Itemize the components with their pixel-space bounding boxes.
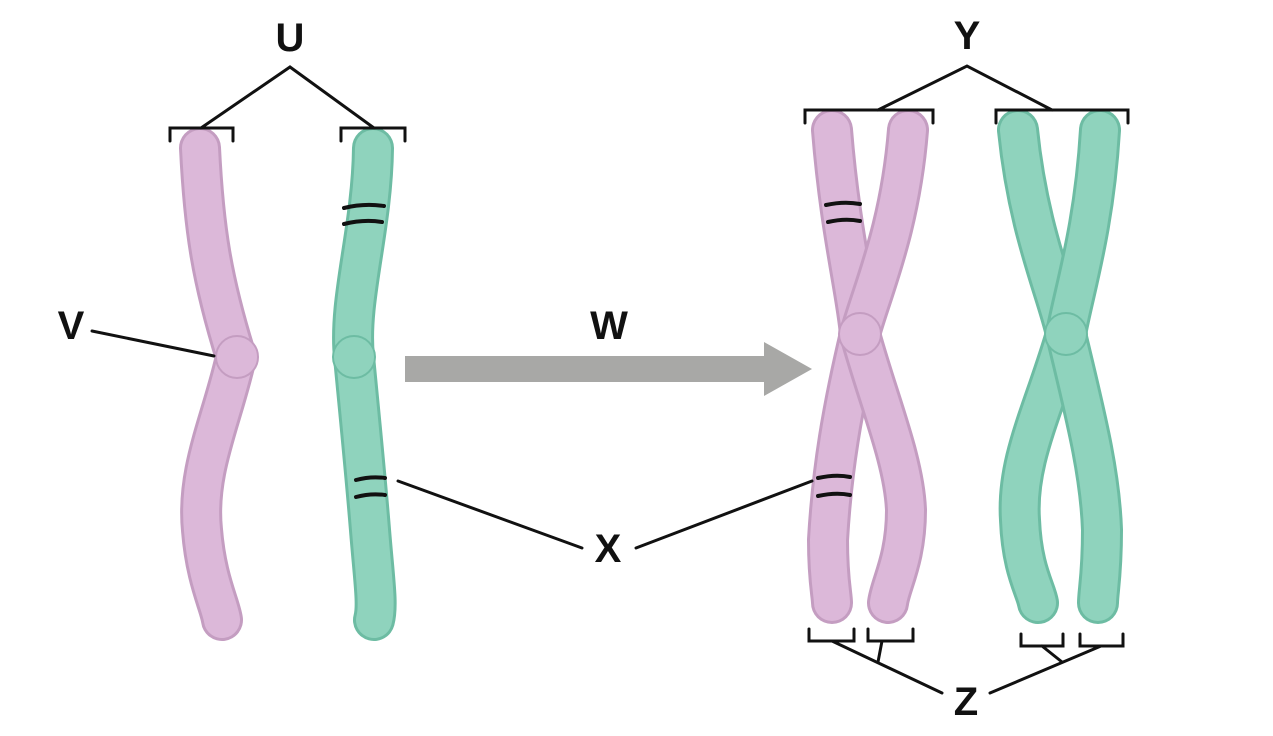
centromere-replicated-paternal <box>1044 312 1088 356</box>
centromere-maternal <box>215 335 259 379</box>
gene-band-paternal-lower-2 <box>354 492 387 499</box>
u-pointer <box>168 65 407 143</box>
label-y: Y <box>954 14 981 58</box>
gene-band-maternal-lower-1 <box>816 473 852 480</box>
gene-band-paternal-lower-1 <box>354 475 387 482</box>
gene-band-maternal-lower-2 <box>816 491 852 498</box>
label-x: X <box>595 527 622 571</box>
label-z: Z <box>954 680 978 724</box>
y-pointer <box>803 64 1130 125</box>
z-pointer <box>807 627 1125 695</box>
unreplicated-maternal-chromosome <box>179 127 259 641</box>
x-pointer <box>396 479 814 550</box>
label-v: V <box>58 304 85 348</box>
v-pointer <box>90 329 216 358</box>
gene-band-paternal-upper-1 <box>342 202 386 210</box>
unreplicated-paternal-chromosome <box>332 127 397 641</box>
centromere-replicated-maternal <box>838 312 882 356</box>
gene-band-paternal-upper-2 <box>342 218 384 226</box>
replication-arrow <box>405 342 812 396</box>
label-w: W <box>590 304 628 348</box>
gene-band-maternal-upper-1 <box>824 200 862 207</box>
centromere-paternal <box>332 335 376 379</box>
replicated-maternal-chromosome <box>806 109 929 624</box>
gene-band-maternal-upper-2 <box>826 217 862 224</box>
replicated-paternal-chromosome <box>997 109 1124 624</box>
label-u: U <box>276 16 305 60</box>
